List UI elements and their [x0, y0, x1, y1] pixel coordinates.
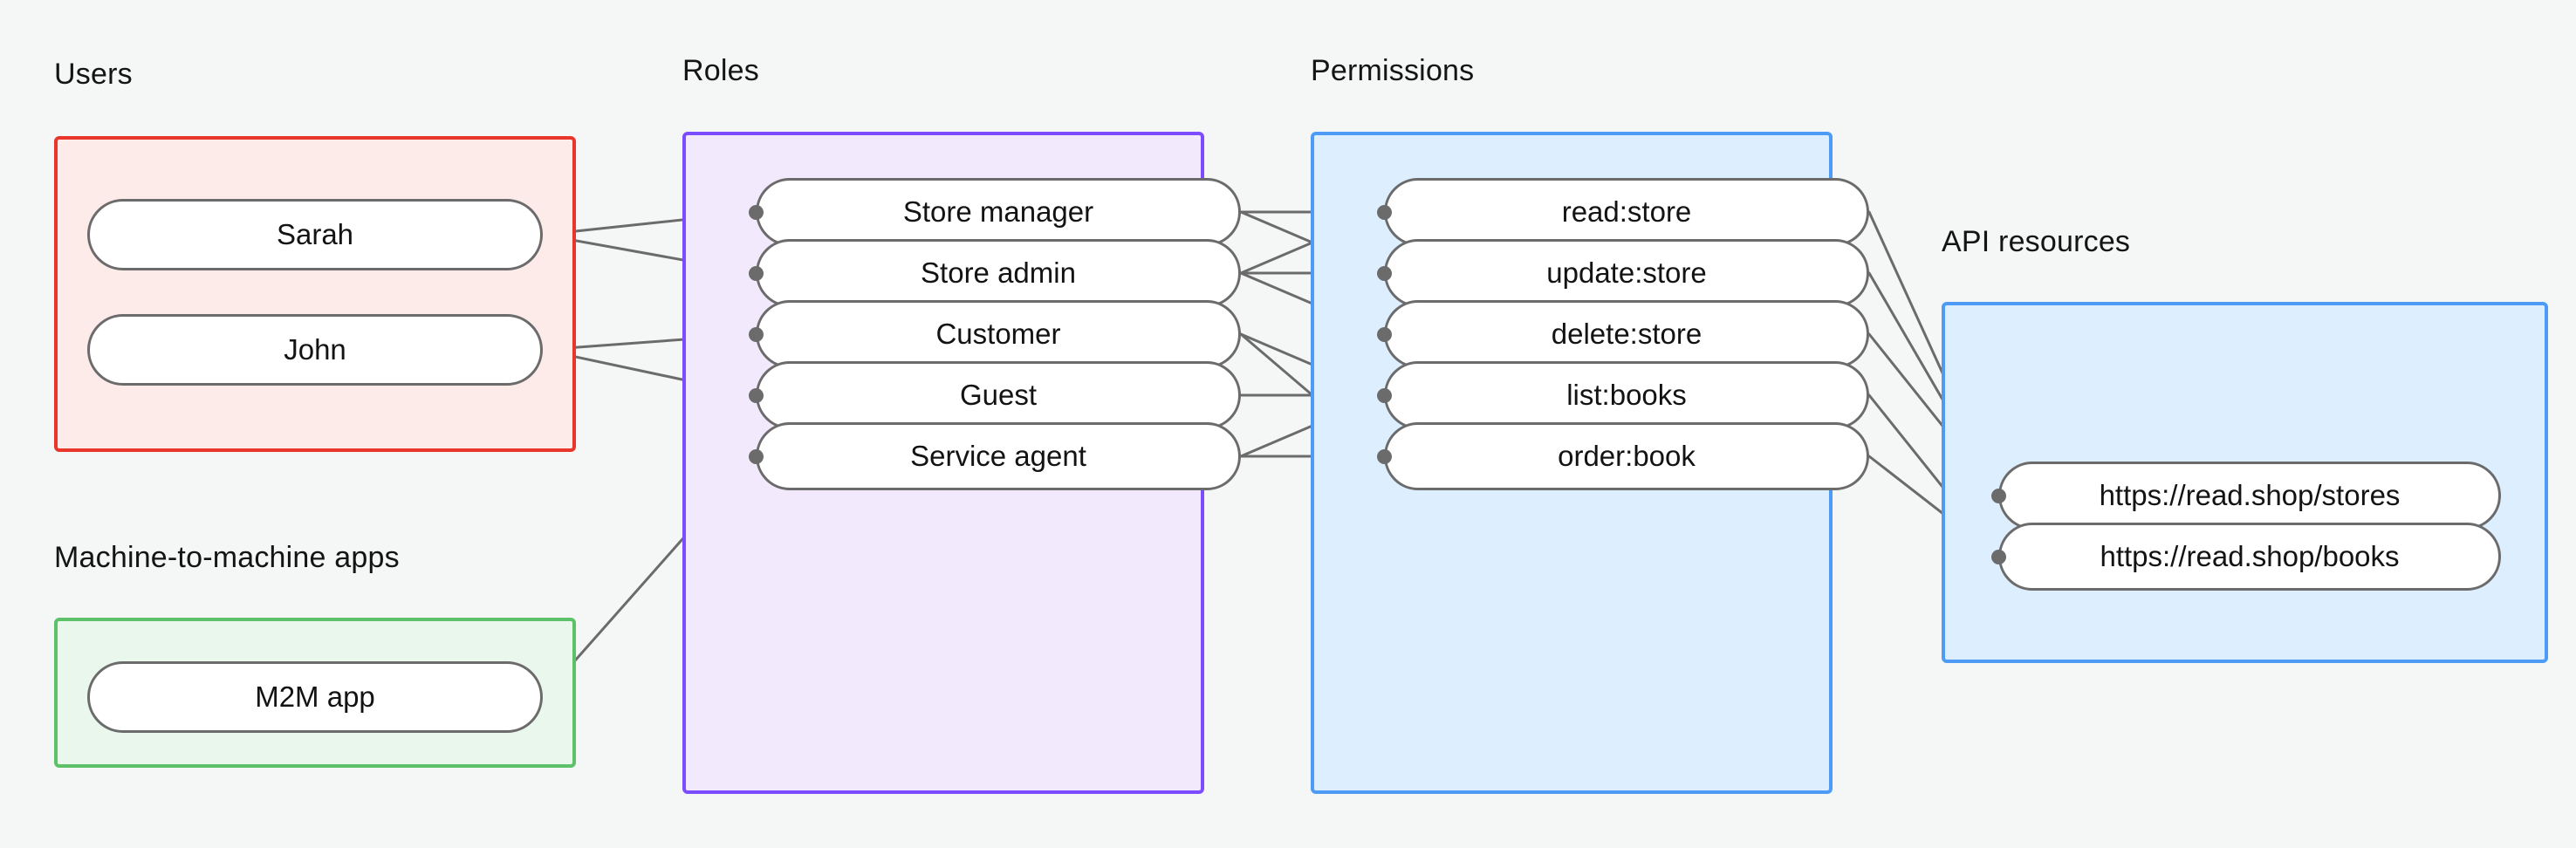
node-label-p_ord: order:book [1558, 440, 1696, 472]
node-pill-r_svc[interactable]: Service agent [756, 422, 1241, 490]
group-label-m2m: Machine-to-machine apps [54, 541, 400, 574]
group-box-users [54, 136, 576, 452]
connector-dot-p_upd [1376, 265, 1392, 281]
node-label-m2mapp: M2M app [255, 680, 375, 713]
node-pill-m2mapp[interactable]: M2M app [87, 661, 543, 733]
node-pill-p_upd[interactable]: update:store [1384, 239, 1869, 307]
node-label-p_read: read:store [1561, 195, 1692, 228]
group-label-roles: Roles [682, 54, 759, 87]
connector-dot-p_del [1376, 326, 1392, 342]
node-label-r_cust: Customer [935, 318, 1061, 350]
node-pill-p_del[interactable]: delete:store [1384, 300, 1869, 368]
node-label-p_del: delete:store [1551, 318, 1702, 350]
node-pill-a_books[interactable]: https://read.shop/books [1998, 523, 2501, 591]
node-pill-p_ord[interactable]: order:book [1384, 422, 1869, 490]
node-pill-r_cust[interactable]: Customer [756, 300, 1241, 368]
node-label-p_upd: update:store [1546, 256, 1707, 289]
node-label-r_sadm: Store admin [921, 256, 1076, 289]
node-label-a_store: https://read.shop/stores [2099, 479, 2401, 511]
node-pill-p_read[interactable]: read:store [1384, 178, 1869, 246]
connector-dot-r_svc [748, 448, 764, 464]
node-pill-r_sadm[interactable]: Store admin [756, 239, 1241, 307]
node-pill-john[interactable]: John [87, 314, 543, 386]
connector-dot-r_smgr [748, 204, 764, 220]
node-pill-r_guest[interactable]: Guest [756, 361, 1241, 429]
group-label-permissions: Permissions [1311, 54, 1475, 87]
connector-dot-r_cust [748, 326, 764, 342]
connector-dot-p_list [1376, 387, 1392, 403]
connector-dot-r_guest [748, 387, 764, 403]
connector-dot-a_books [1990, 549, 2006, 564]
node-label-r_guest: Guest [959, 379, 1038, 411]
connector-dot-a_store [1990, 488, 2006, 503]
connector-dot-p_read [1376, 204, 1392, 220]
connector-dot-p_ord [1376, 448, 1392, 464]
node-pill-sarah[interactable]: Sarah [87, 199, 543, 270]
node-label-r_svc: Service agent [910, 440, 1086, 472]
node-pill-a_store[interactable]: https://read.shop/stores [1998, 462, 2501, 530]
node-label-sarah: Sarah [276, 218, 354, 250]
node-label-r_smgr: Store manager [902, 195, 1094, 228]
node-pill-r_smgr[interactable]: Store manager [756, 178, 1241, 246]
node-pill-p_list[interactable]: list:books [1384, 361, 1869, 429]
node-label-p_list: list:books [1566, 379, 1687, 411]
node-label-a_books: https://read.shop/books [2100, 540, 2400, 572]
group-label-api: API resources [1942, 225, 2131, 258]
connector-dot-r_sadm [748, 265, 764, 281]
node-label-john: John [284, 333, 346, 366]
group-label-users: Users [54, 58, 133, 91]
